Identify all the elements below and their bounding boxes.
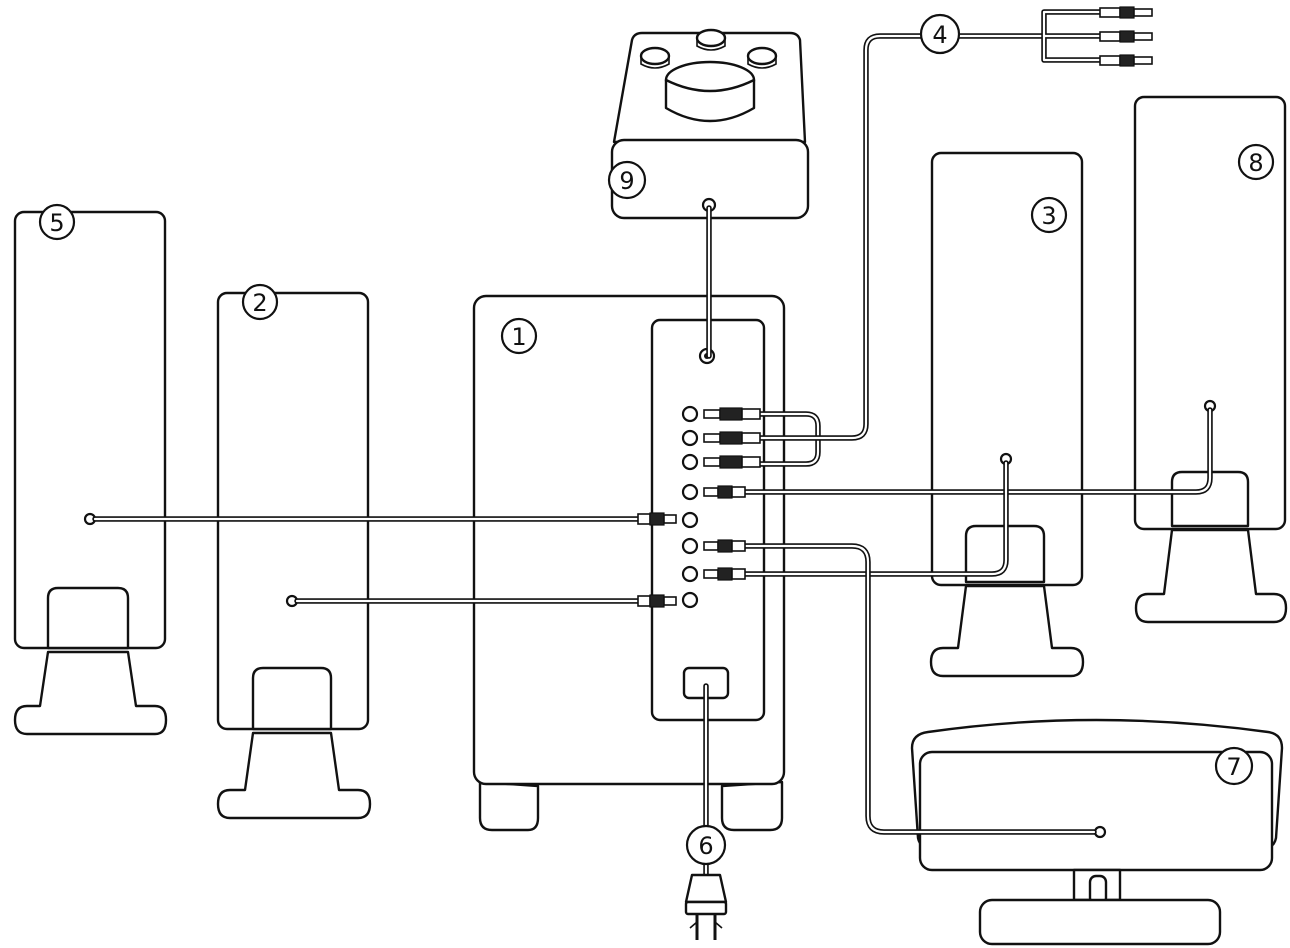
callout-2: 2 (241, 283, 279, 321)
callout-7: 7 (1214, 746, 1254, 786)
rear-right-speaker (1133, 95, 1288, 624)
callout-8: 8 (1237, 143, 1275, 181)
callout-6-label: 6 (698, 832, 713, 860)
callout-4: 4 (919, 13, 961, 55)
power-plug (684, 873, 728, 940)
callout-3: 3 (1030, 196, 1068, 234)
callout-3-label: 3 (1041, 202, 1056, 230)
callout-5-label: 5 (49, 209, 64, 237)
subwoofer (472, 294, 786, 832)
callout-2-label: 2 (252, 289, 267, 317)
callout-5: 5 (38, 203, 76, 241)
speaker-plugs (637, 485, 746, 608)
subwoofer-input-jacks (681, 405, 699, 609)
rear-left-speaker (13, 210, 168, 736)
input-plugs (703, 6, 1153, 469)
front-left-speaker (216, 291, 372, 820)
callout-8-label: 8 (1248, 149, 1263, 177)
control-pod (610, 28, 810, 220)
callout-4-label: 4 (932, 21, 947, 49)
center-speaker (910, 718, 1284, 946)
callout-9-label: 9 (619, 167, 634, 195)
callout-1-label: 1 (511, 323, 526, 351)
callout-9: 9 (607, 160, 647, 200)
callout-6: 6 (685, 824, 727, 866)
callout-7-label: 7 (1226, 753, 1241, 781)
cables (92, 9, 1213, 878)
front-right-speaker (929, 151, 1085, 678)
callout-1: 1 (500, 317, 538, 355)
